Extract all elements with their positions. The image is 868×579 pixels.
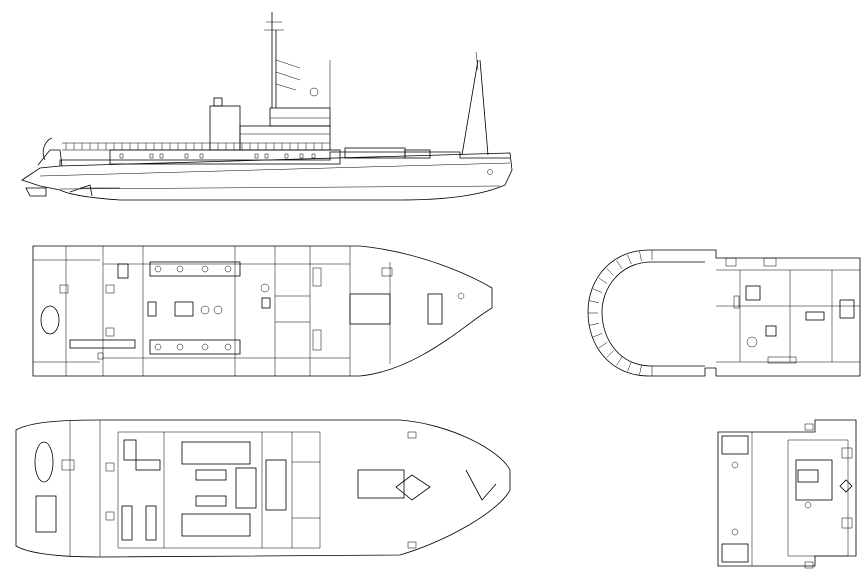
bridge-deck-plan-view <box>587 249 861 377</box>
funnel <box>209 105 241 151</box>
generator-starboard <box>181 513 251 537</box>
lower-deck-outline <box>15 419 511 558</box>
main-engine-port <box>149 261 241 277</box>
capstan <box>427 293 443 325</box>
rescue-boat <box>40 305 60 335</box>
wheelhouse-top-outline <box>717 419 857 567</box>
lower-deck-plan-view <box>15 419 511 558</box>
main-deck-outline <box>32 245 493 377</box>
wheelhouse-top-plan-view <box>717 419 857 569</box>
bow-fitting <box>465 469 497 501</box>
main-engine-starboard <box>149 339 241 355</box>
bollard-port <box>721 435 749 455</box>
bridge-deck-outline-outer <box>587 249 861 377</box>
bridge-deckhouse <box>239 125 331 151</box>
mast <box>264 12 331 108</box>
bollard-starboard <box>721 543 749 563</box>
crane <box>461 51 489 156</box>
deckhouse <box>109 149 341 165</box>
stern-launch-plan <box>34 441 54 483</box>
main-deck-plan-view <box>32 245 493 377</box>
side-elevation-view <box>21 12 513 201</box>
hull-profile <box>21 152 513 201</box>
generator-port <box>181 441 251 465</box>
bridge-deck-outline-inner <box>601 261 705 367</box>
wheelhouse <box>269 107 331 127</box>
stern-launch <box>37 149 63 167</box>
